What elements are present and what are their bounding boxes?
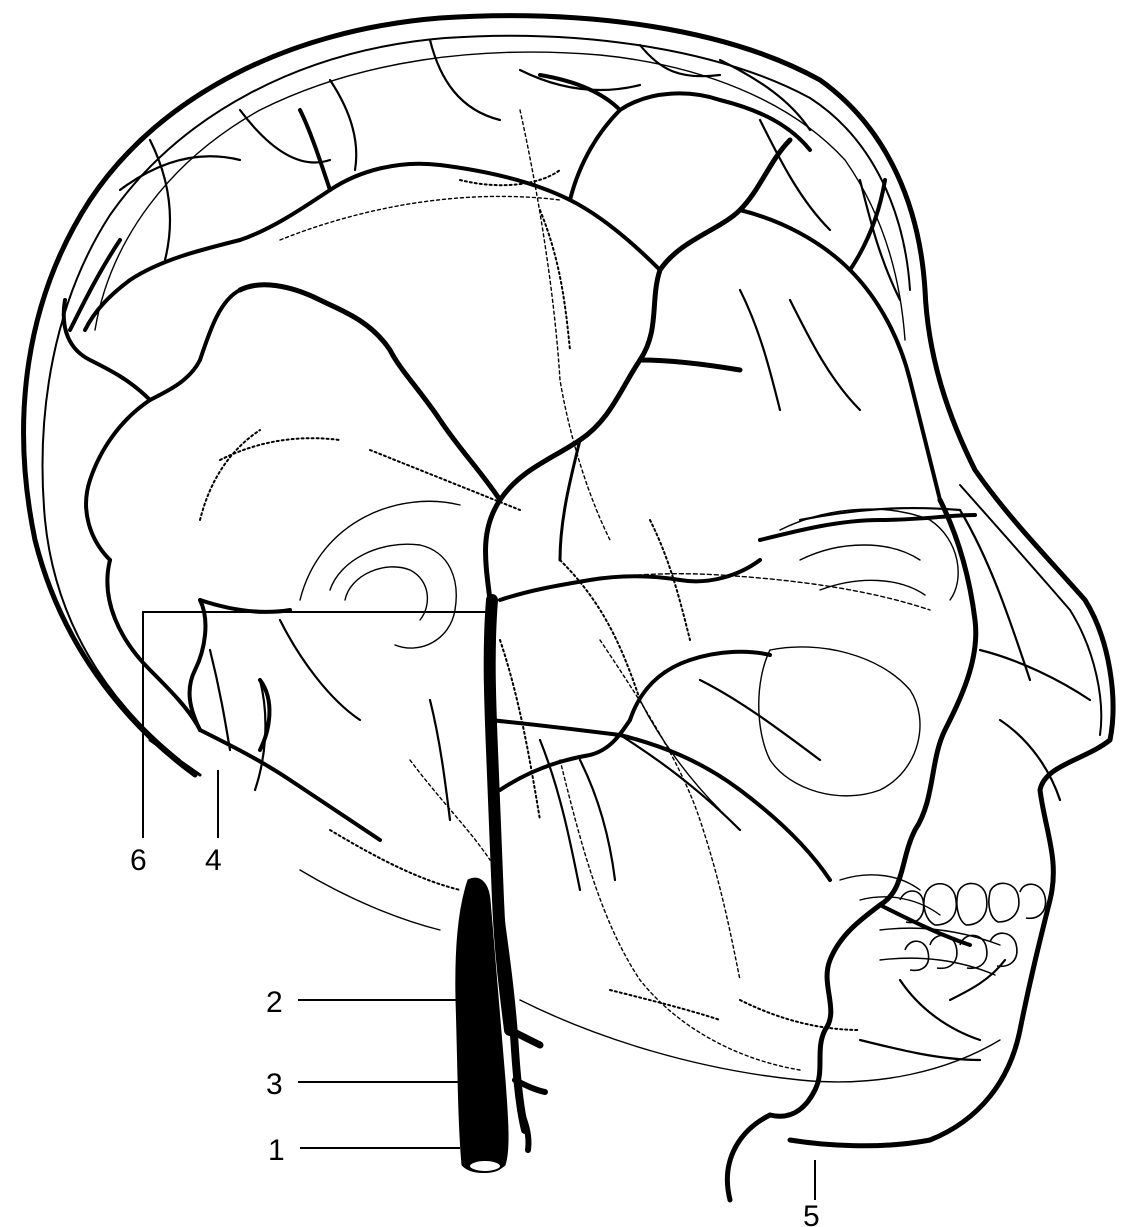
dotted-vessels [200, 170, 860, 1030]
label-4: 4 [205, 844, 222, 877]
thin-vessels [120, 40, 1090, 1060]
label-3: 3 [266, 1068, 283, 1101]
label-5: 5 [803, 1200, 820, 1227]
label-2: 2 [266, 986, 283, 1019]
label-6: 6 [130, 844, 147, 877]
skull-outline [95, 52, 1000, 1082]
thick-veins [64, 75, 976, 1116]
head-skin-outline [24, 16, 1113, 1146]
label-1: 1 [268, 1134, 285, 1167]
jugular-vein-lumen [469, 1160, 501, 1172]
